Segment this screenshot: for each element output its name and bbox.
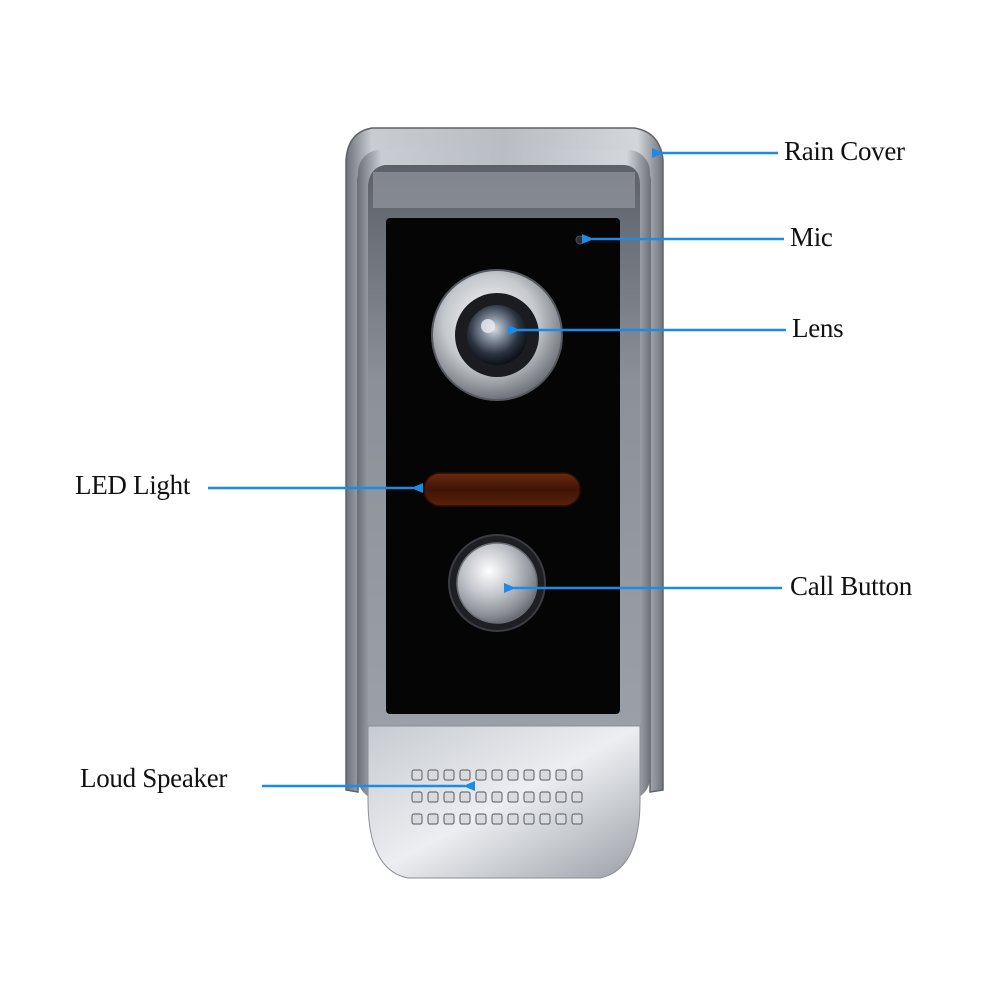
led-light-label: LED Light xyxy=(75,470,191,500)
speaker-hole xyxy=(427,791,439,803)
lens-glass xyxy=(467,305,527,365)
mic-label: Mic xyxy=(790,222,833,252)
speaker-hole xyxy=(539,769,551,781)
call-button[interactable] xyxy=(456,542,538,624)
speaker-hole xyxy=(459,813,471,825)
speaker-hole xyxy=(523,791,535,803)
speaker-hole xyxy=(507,769,519,781)
speaker-hole xyxy=(555,791,567,803)
rain-cover-label: Rain Cover xyxy=(784,136,905,166)
rain-cover-lip xyxy=(373,172,635,208)
speaker-hole xyxy=(507,791,519,803)
speaker-hole xyxy=(475,769,487,781)
speaker-hole xyxy=(571,791,583,803)
speaker-hole xyxy=(571,813,583,825)
lens-highlight xyxy=(481,319,495,333)
speaker-hole xyxy=(443,813,455,825)
lens-label: Lens xyxy=(792,313,844,343)
speaker-hole xyxy=(523,769,535,781)
speaker-plate xyxy=(367,725,641,879)
speaker-hole xyxy=(475,813,487,825)
speaker-hole xyxy=(459,769,471,781)
speaker-hole xyxy=(539,791,551,803)
speaker-hole xyxy=(555,813,567,825)
speaker-hole xyxy=(555,769,567,781)
mic-hole xyxy=(575,235,585,245)
loud-speaker-label: Loud Speaker xyxy=(80,763,228,793)
speaker-hole xyxy=(427,813,439,825)
speaker-hole xyxy=(427,769,439,781)
speaker-hole xyxy=(523,813,535,825)
speaker-hole xyxy=(475,791,487,803)
speaker-hole xyxy=(571,769,583,781)
speaker-hole xyxy=(491,791,503,803)
speaker-hole xyxy=(491,769,503,781)
call-button-label: Call Button xyxy=(790,571,912,601)
speaker-hole xyxy=(443,769,455,781)
speaker-hole xyxy=(459,791,471,803)
speaker-hole xyxy=(491,813,503,825)
speaker-grille xyxy=(411,769,583,825)
speaker-hole xyxy=(539,813,551,825)
speaker-hole xyxy=(411,791,423,803)
speaker-hole xyxy=(411,769,423,781)
speaker-hole xyxy=(411,813,423,825)
speaker-hole xyxy=(443,791,455,803)
led-light-window xyxy=(423,472,581,507)
speaker-hole xyxy=(507,813,519,825)
